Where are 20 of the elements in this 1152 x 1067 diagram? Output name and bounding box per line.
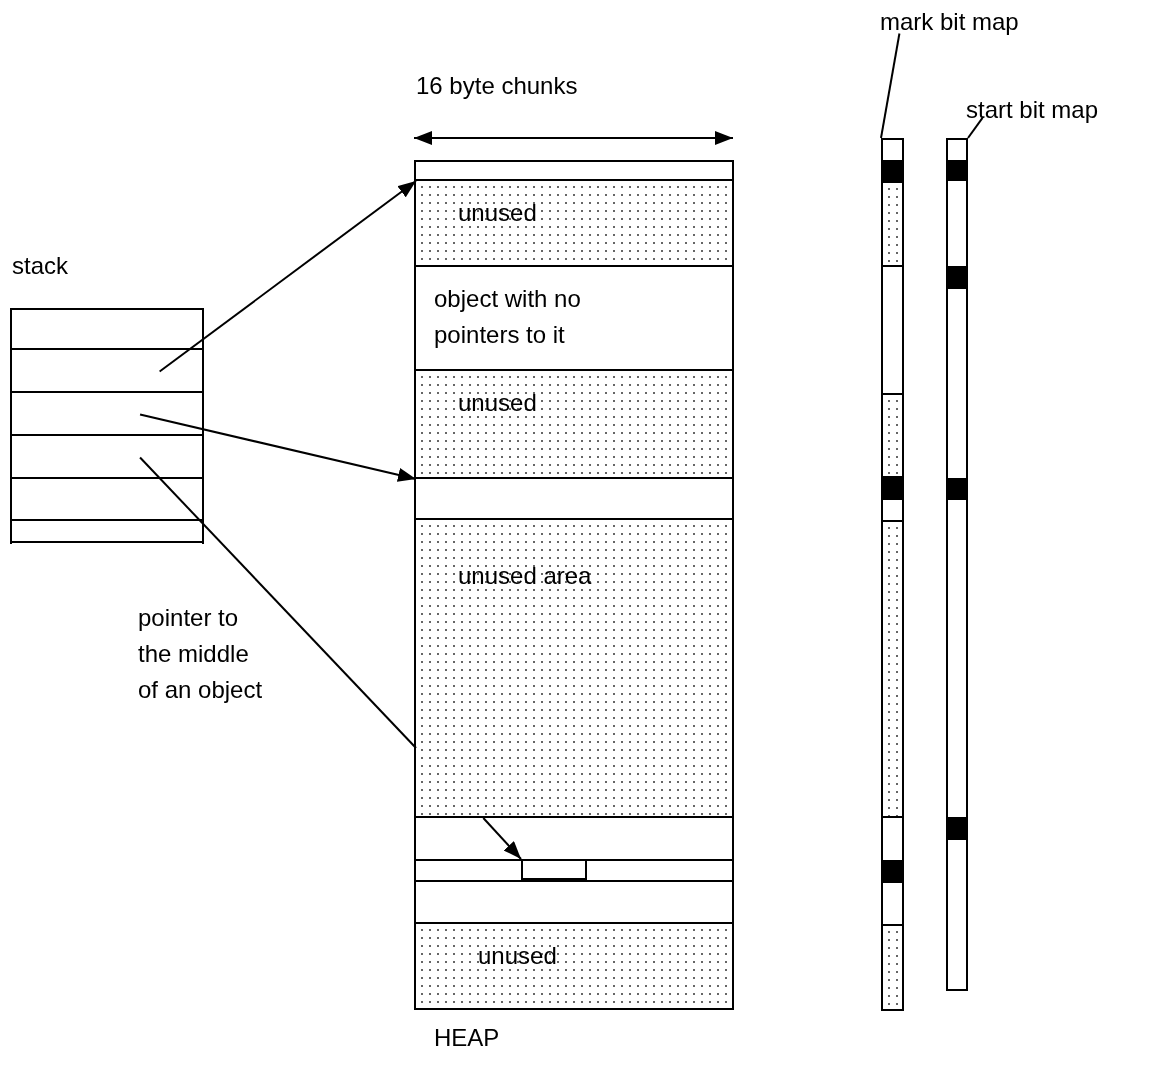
row-label: object with no pointers to it	[434, 284, 582, 350]
stack-label: stack	[12, 251, 68, 281]
row-label: unused area	[458, 561, 592, 591]
annotation-text: pointer to the middle of an object	[138, 603, 264, 705]
bitmap-label: start bit map	[966, 92, 1099, 128]
heap-label: HEAP	[434, 1023, 500, 1053]
pointer-arrow	[158, 180, 417, 373]
dimension-label: 16 byte chunks	[416, 71, 578, 101]
row-label: unused	[458, 388, 537, 418]
heap-row	[416, 861, 732, 882]
row-label: unused	[478, 941, 557, 971]
heap-chunk	[521, 859, 587, 880]
leader-line	[967, 116, 984, 139]
bit-map-bar	[946, 138, 968, 991]
pointer-arrow	[139, 413, 417, 482]
pointer-arrow	[482, 817, 522, 860]
leader-line	[880, 32, 901, 139]
bit-map-bar	[881, 138, 904, 1011]
row-label: unused	[458, 198, 537, 228]
bitmap-label: mark bit map	[880, 4, 1019, 40]
